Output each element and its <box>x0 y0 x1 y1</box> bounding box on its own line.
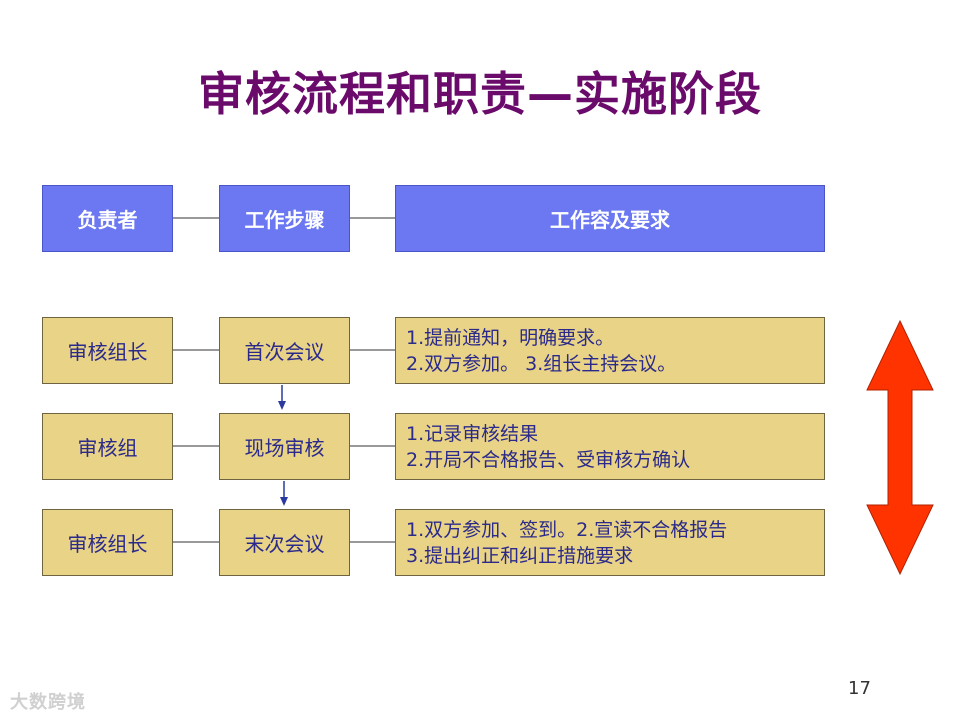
page-number: 17 <box>848 678 871 699</box>
flow-arrow-head <box>278 401 286 410</box>
slide-title: 审核流程和职责—实施阶段 <box>198 67 762 121</box>
watermark-logo: 大数跨境 <box>10 692 86 713</box>
responsible-cell: 审核组长 <box>42 317 173 384</box>
step-cell: 末次会议 <box>219 509 350 576</box>
requirement-line: 1.提前通知，明确要求。 <box>406 326 615 349</box>
requirement-line: 1.记录审核结果 <box>406 422 539 445</box>
requirement-line: 3.提出纠正和纠正措施要求 <box>406 544 634 567</box>
step-cell: 现场审核 <box>219 413 350 480</box>
double-arrow-icon <box>866 319 934 576</box>
header-responsible: 负责者 <box>42 185 173 252</box>
requirement-line: 2.开局不合格报告、受审核方确认 <box>406 448 691 471</box>
responsible-cell: 审核组 <box>42 413 173 480</box>
header-content: 工作容及要求 <box>395 185 825 252</box>
requirement-cell: 1.双方参加、签到。2.宣读不合格报告 3.提出纠正和纠正措施要求 <box>395 509 825 576</box>
requirement-line: 2.双方参加。 3.组长主持会议。 <box>406 352 677 375</box>
requirement-cell: 1.提前通知，明确要求。 2.双方参加。 3.组长主持会议。 <box>395 317 825 384</box>
requirement-cell: 1.记录审核结果 2.开局不合格报告、受审核方确认 <box>395 413 825 480</box>
step-cell: 首次会议 <box>219 317 350 384</box>
flow-arrow-head <box>280 497 288 506</box>
header-step: 工作步骤 <box>219 185 350 252</box>
responsible-cell: 审核组长 <box>42 509 173 576</box>
requirement-line: 1.双方参加、签到。2.宣读不合格报告 <box>406 518 728 541</box>
